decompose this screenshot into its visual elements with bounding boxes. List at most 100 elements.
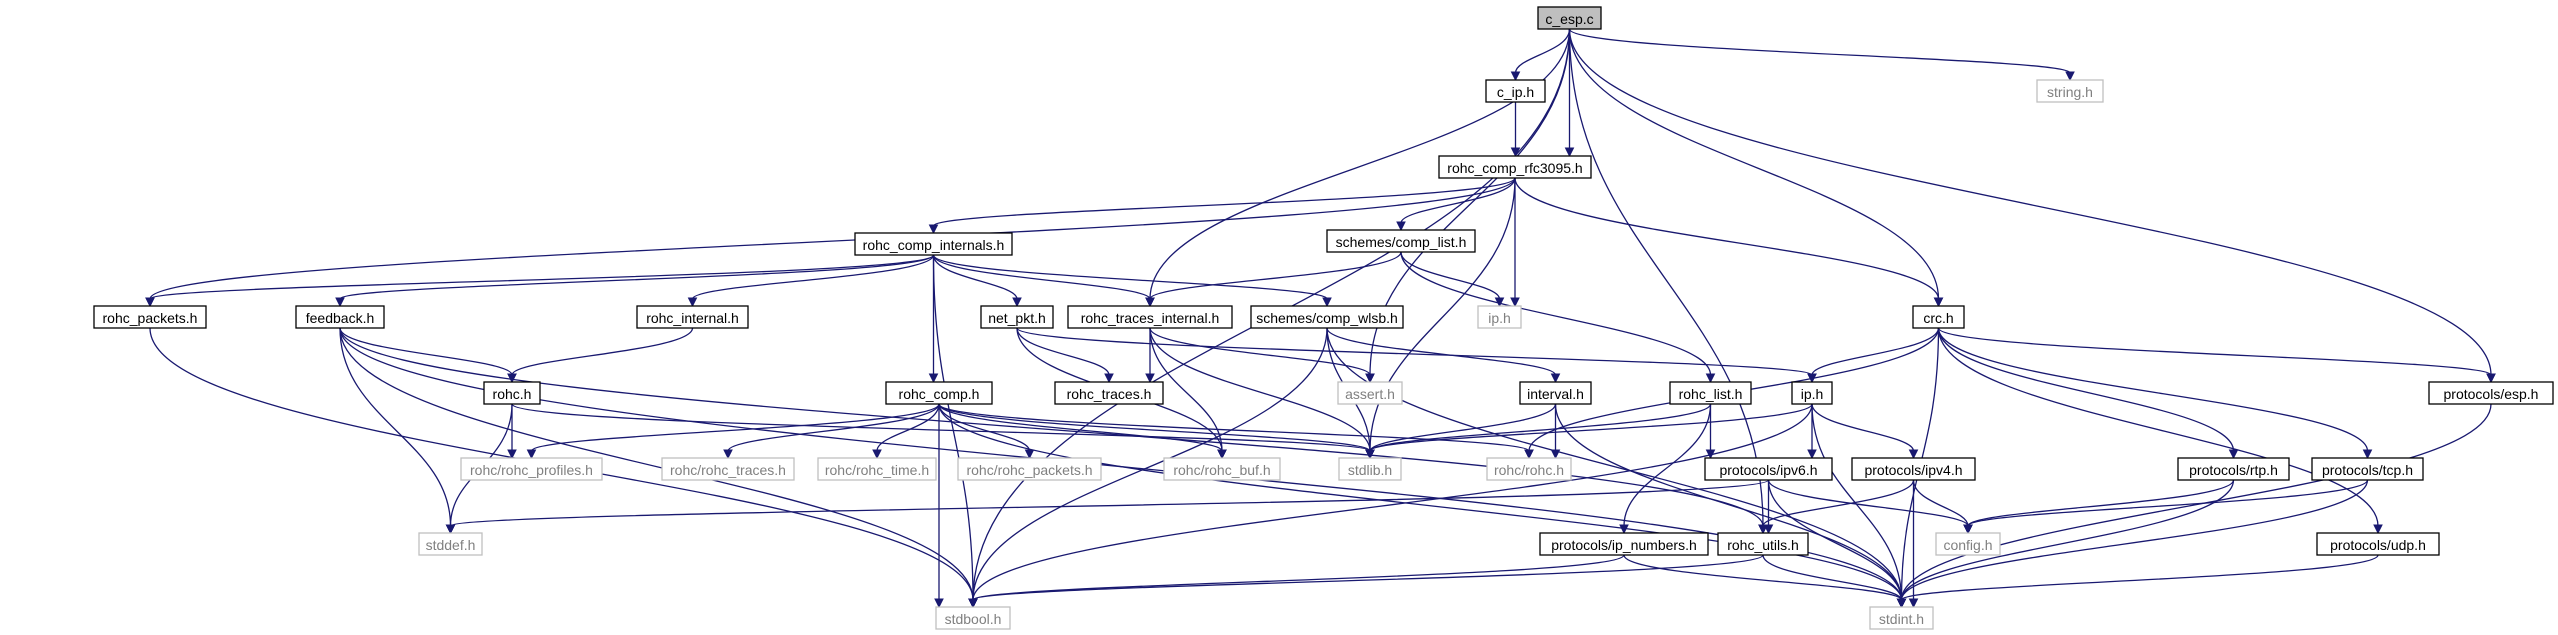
node-rohc-packets-h[interactable]: rohc_packets.h	[93, 305, 207, 329]
edge-line	[1514, 28, 1571, 74]
node-box	[93, 305, 207, 329]
node-box	[1935, 532, 2001, 556]
edge-arrowhead	[1564, 147, 1575, 158]
node-label: c_esp.c	[1545, 11, 1593, 27]
node-rohc-comp-h[interactable]: rohc_comp.h	[885, 381, 993, 405]
edge-rohc_comp_internals_h-to-schemes_comp_wlsb_h	[932, 254, 1332, 308]
edge-line	[1811, 403, 1915, 452]
edge-line	[149, 254, 935, 300]
node-label: stddef.h	[426, 537, 476, 553]
node-rohc-comp-internals-h[interactable]: rohc_comp_internals.h	[854, 232, 1013, 256]
edge-arrowhead	[928, 224, 939, 235]
node-rohc-list-h[interactable]: rohc_list.h	[1669, 381, 1752, 405]
node-label: rohc_list.h	[1679, 386, 1743, 402]
edge-rohc_traces_internal_h-to-assert_h	[1149, 327, 1375, 384]
node-label: net_pkt.h	[988, 310, 1046, 326]
node-box	[1438, 155, 1592, 179]
node-box	[1869, 606, 1934, 630]
node-box	[1539, 532, 1709, 556]
node-stdlib-h: stdlib.h	[1338, 457, 1402, 481]
node-c-ip-h[interactable]: c_ip.h	[1485, 79, 1546, 103]
edge-arrowhead	[335, 297, 345, 308]
node-box	[1326, 229, 1476, 253]
node-label: assert.h	[1345, 386, 1395, 402]
edge-net_pkt_h-to-ip_h	[1016, 327, 1817, 384]
edge-c_esp_c-to-protocols_esp_h	[1568, 28, 2496, 384]
node-box	[1054, 381, 1164, 405]
node-protocols-ipv4-h[interactable]: protocols/ipv4.h	[1851, 457, 1976, 481]
node-schemes-comp-list-h[interactable]: schemes/comp_list.h	[1326, 229, 1476, 253]
edge-line	[938, 403, 1031, 452]
edge-schemes_comp_list_h-to-rohc_list_h	[1400, 251, 1716, 384]
edge-protocols_ipv6_h-to-stddef_h	[445, 479, 1770, 535]
edge-protocols_ipv4_h-to-config_h	[1912, 479, 1973, 535]
edge-arrowhead	[1963, 524, 1973, 535]
edge-arrowhead	[507, 449, 517, 460]
node-rohc-h[interactable]: rohc.h	[483, 381, 541, 405]
node-box	[1477, 305, 1522, 329]
node-protocols-esp-h[interactable]: protocols/esp.h	[2428, 381, 2554, 405]
node-label: rohc/rohc.h	[1494, 462, 1564, 478]
node-rohc-utils-h[interactable]: rohc_utils.h	[1717, 532, 1809, 556]
node-rohc-traces-h[interactable]: rohc_traces.h	[1054, 381, 1164, 405]
node-protocols-tcp-h[interactable]: protocols/tcp.h	[2311, 457, 2424, 481]
edge-rohc_comp_rfc3095_h-to-schemes_comp_list_h	[1396, 177, 1516, 232]
node-net-pkt-h[interactable]: net_pkt.h	[980, 305, 1054, 329]
edge-line	[530, 403, 940, 452]
nodes-layer: c_esp.c c_ip.h string.h rohc_comp_rfc3095.h…	[93, 6, 2554, 630]
node-box	[1163, 457, 1281, 481]
edge-arrowhead	[1104, 373, 1114, 384]
node-protocols-ipv6-h[interactable]: protocols/ipv6.h	[1704, 457, 1833, 481]
node-ip-h[interactable]: ip.h	[1791, 381, 1833, 405]
edge-arrowhead	[1322, 297, 1332, 308]
node-label: protocols/ipv4.h	[1864, 462, 1962, 478]
node-box	[2316, 532, 2440, 556]
node-box	[1067, 305, 1233, 329]
edge-rohc_utils_h-to-stdbool_h	[968, 554, 1764, 609]
node-rohc-comp-rfc3095-h[interactable]: rohc_comp_rfc3095.h	[1438, 155, 1592, 179]
edge-arrowhead	[1145, 297, 1155, 308]
node-box	[1791, 381, 1833, 405]
node-label: protocols/ipv6.h	[1719, 462, 1817, 478]
node-feedback-h[interactable]: feedback.h	[295, 305, 385, 329]
node-protocols-ip-numbers-h[interactable]: protocols/ip_numbers.h	[1539, 532, 1709, 556]
edge-line	[1937, 327, 2235, 452]
node-protocols-udp-h[interactable]: protocols/udp.h	[2316, 532, 2440, 556]
node-string-h: string.h	[2036, 79, 2104, 103]
node-label: string.h	[2047, 84, 2093, 100]
edge-line	[1149, 28, 1571, 300]
node-box	[1519, 381, 1592, 405]
edge-crc_h-to-protocols_rtp_h	[1937, 327, 2239, 460]
edge-line	[932, 254, 1328, 300]
edge-arrowhead	[1217, 449, 1227, 460]
edge-protocols_ip_numbers_h-to-stdbool_h	[968, 554, 1625, 609]
node-assert-h: assert.h	[1337, 381, 1403, 405]
edge-crc_h-to-protocols_tcp_h	[1937, 327, 2373, 460]
edge-line	[1554, 403, 1903, 601]
node-interval-h[interactable]: interval.h	[1519, 381, 1592, 405]
node-box	[483, 381, 541, 405]
edge-arrowhead	[1510, 297, 1520, 308]
edge-rohc_comp_h-to-rohc_rohc_packets_h	[938, 403, 1035, 460]
node-rohc-internal-h[interactable]: rohc_internal.h	[636, 305, 749, 329]
edge-line	[1568, 28, 1940, 300]
node-box	[817, 457, 937, 481]
edge-rohc_list_h-to-protocols_ip_numbers_h	[1619, 403, 1712, 535]
node-protocols-rtp-h[interactable]: protocols/rtp.h	[2177, 457, 2290, 481]
node-schemes-comp-wlsb-h[interactable]: schemes/comp_wlsb.h	[1250, 305, 1404, 329]
node-rohc-traces-internal-h[interactable]: rohc_traces_internal.h	[1067, 305, 1233, 329]
edge-rohc_comp_h-to-rohc_rohc_time_h	[872, 403, 940, 460]
node-box	[1717, 532, 1809, 556]
edge-net_pkt_h-to-rohc_traces_h	[1016, 327, 1114, 384]
edge-rohc_comp_internals_h-to-net_pkt_h	[932, 254, 1022, 308]
node-label: protocols/udp.h	[2330, 537, 2426, 553]
edge-arrowhead	[1365, 449, 1375, 460]
edge-arrowhead	[1024, 449, 1035, 460]
node-box	[2428, 381, 2554, 405]
edge-arrowhead	[1145, 373, 1155, 384]
edge-rohc_comp_internals_h-to-feedback_h	[335, 254, 935, 308]
node-crc-h[interactable]: crc.h	[1912, 305, 1965, 329]
edge-line	[1326, 327, 1903, 601]
edge-line	[1937, 327, 2492, 376]
node-box	[1337, 381, 1403, 405]
